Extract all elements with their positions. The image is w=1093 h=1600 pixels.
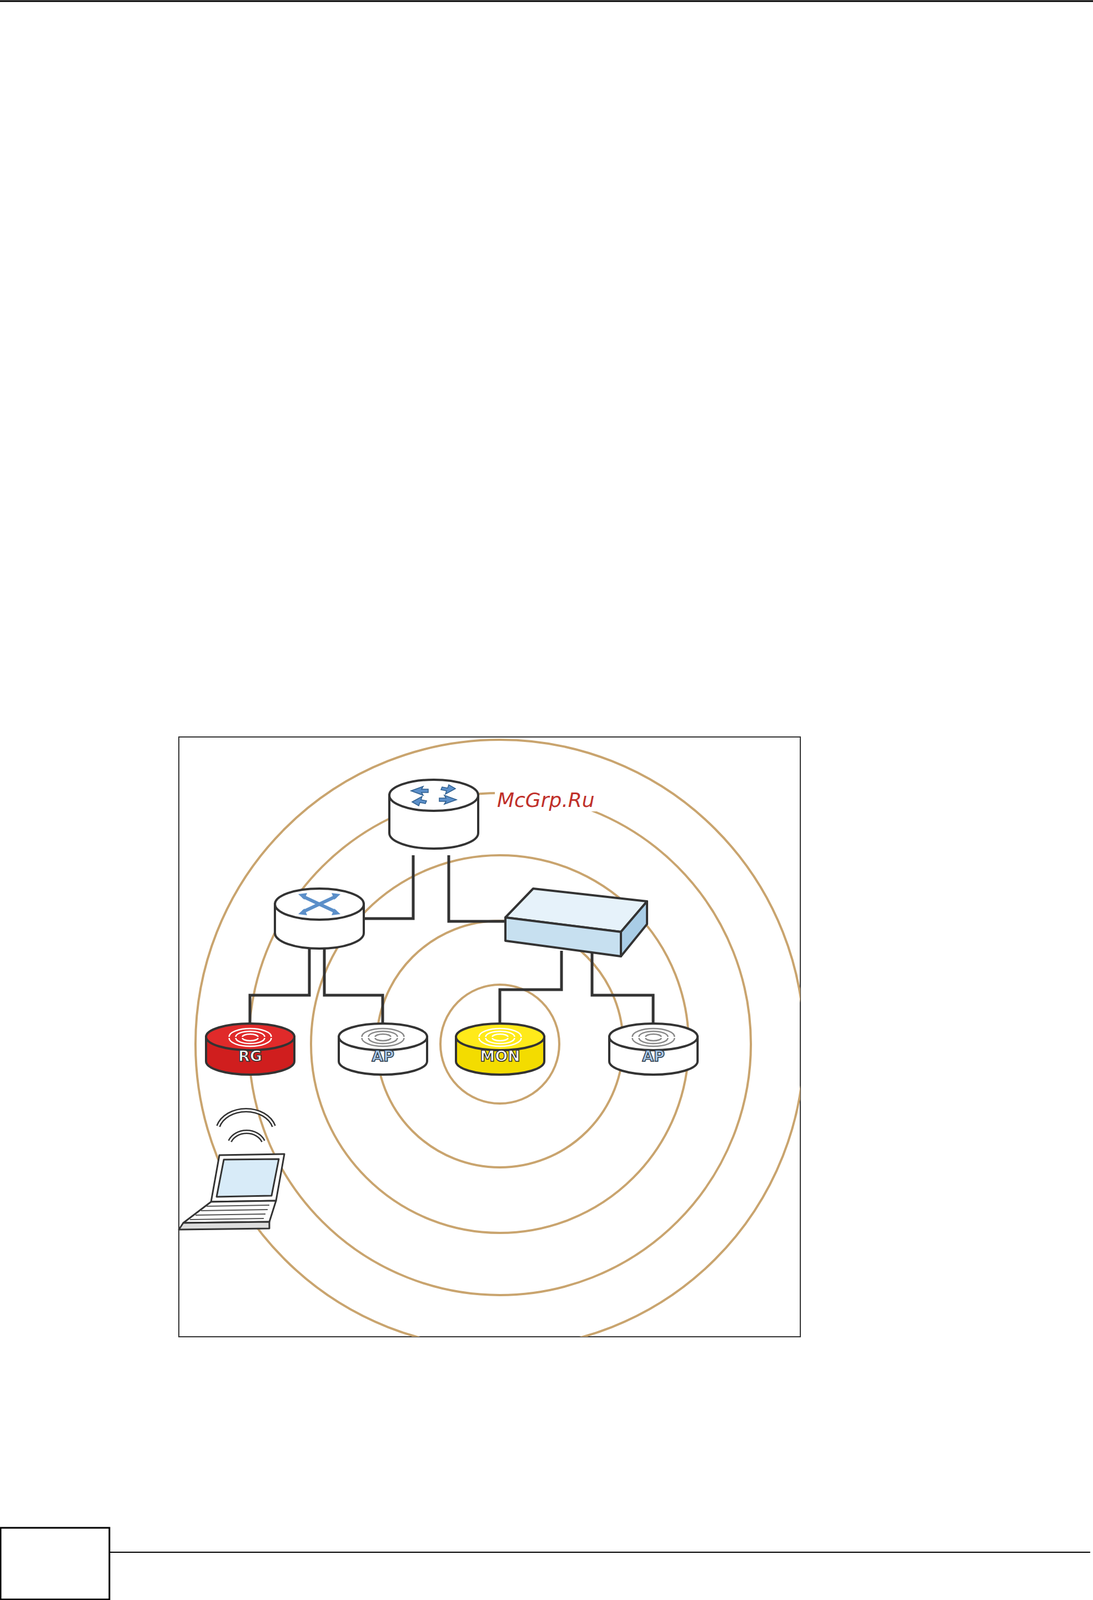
network-device: MON — [454, 1021, 546, 1077]
gateway-box — [505, 888, 648, 957]
page-number-box — [0, 1527, 110, 1600]
footer-rule — [109, 1551, 1091, 1553]
device-label: RG — [204, 1048, 297, 1064]
router-icon — [389, 779, 479, 849]
header-rule — [0, 0, 1093, 3]
range-circles — [195, 739, 801, 1337]
device-label: AP — [337, 1048, 429, 1064]
device-label: MON — [454, 1048, 546, 1064]
watermark: McGrp.Ru — [494, 788, 598, 812]
network-wires — [249, 855, 654, 1025]
network-device: AP — [607, 1021, 700, 1077]
switch-icon — [274, 888, 364, 949]
wireless-signal — [218, 1110, 274, 1142]
network-device: AP — [337, 1021, 429, 1077]
laptop-icon — [178, 1154, 285, 1230]
network-device: RG — [204, 1021, 297, 1077]
device-label: AP — [607, 1048, 700, 1064]
